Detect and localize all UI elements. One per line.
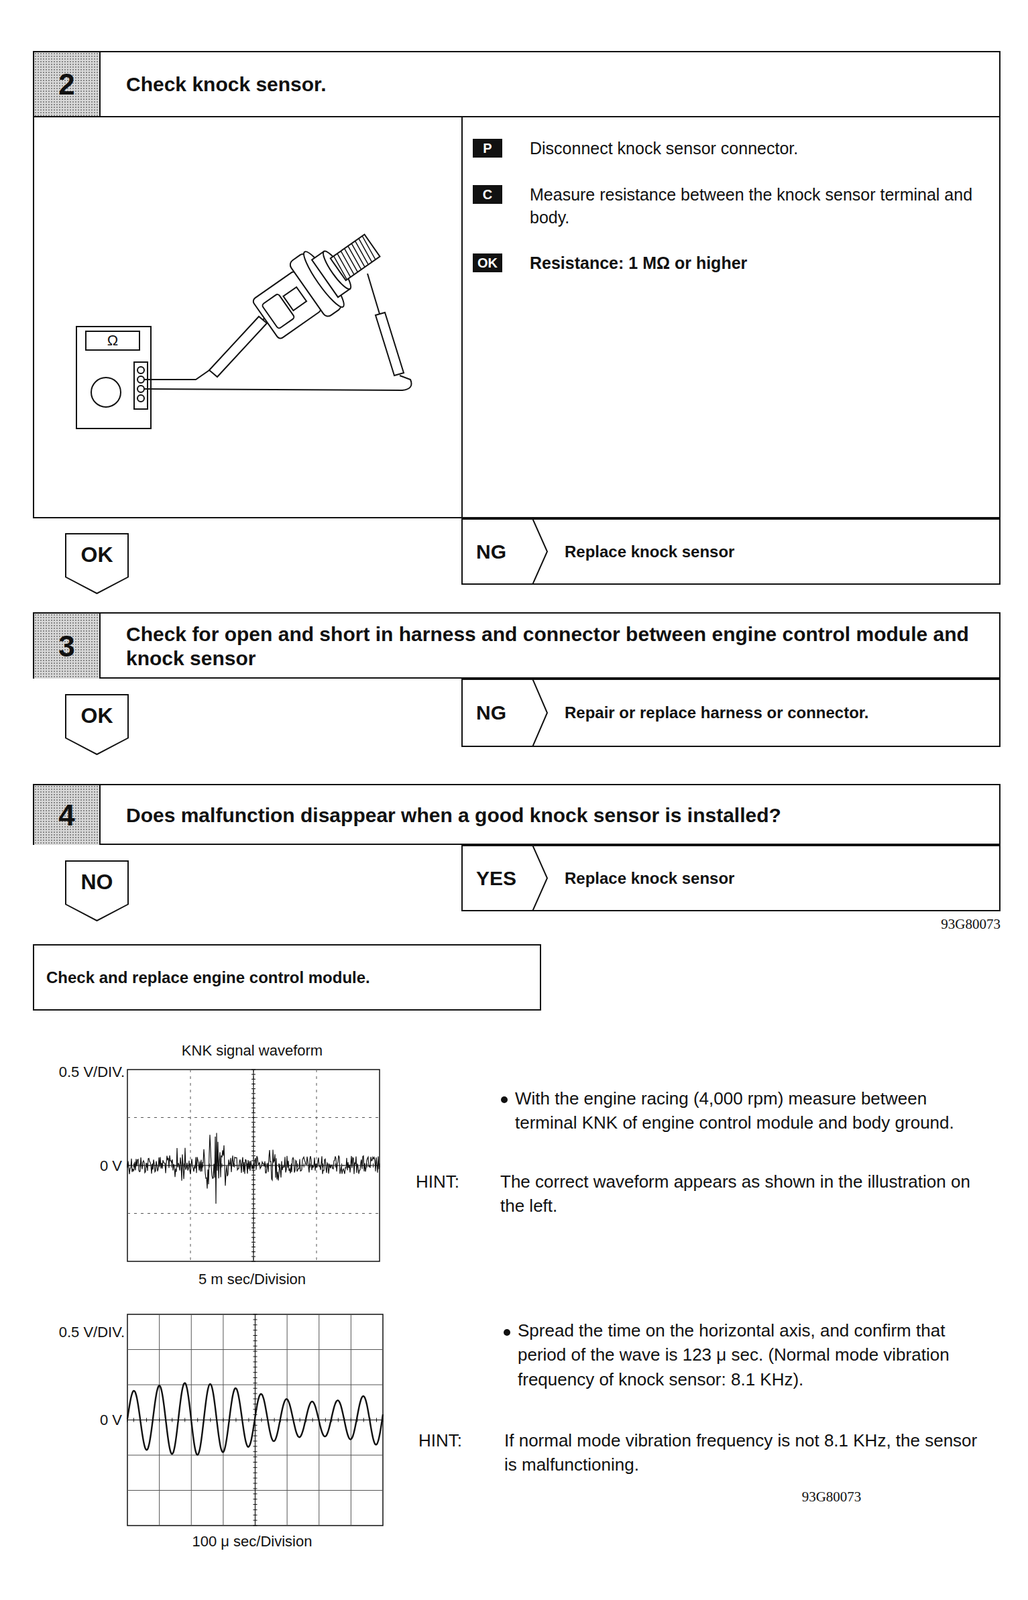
result-label: NG [476, 701, 507, 725]
result-box: NG Replace knock sensor [461, 518, 1001, 585]
step-badge: C [472, 185, 503, 204]
note-text: With the engine racing (4,000 rpm) measu… [515, 1086, 985, 1136]
scope-label: KNK signal waveform [118, 1040, 387, 1062]
result-action: Repair or replace harness or connector. [564, 703, 870, 723]
test-lead-wire [144, 367, 412, 391]
action-box: Check and replace engine control module. [32, 944, 542, 1011]
flow-arrow: OK [65, 694, 129, 756]
multimeter [76, 326, 151, 429]
step-number: 3 [58, 629, 75, 664]
step-heading: Check for open and short in harness and … [126, 622, 993, 671]
note-text: HINT: [415, 1169, 490, 1194]
sine-waveform [127, 1382, 383, 1455]
step-box: 3 Check for open and short in harness and… [32, 612, 1001, 679]
bullet [503, 1329, 511, 1336]
action-text: Check and replace engine control module. [46, 968, 371, 988]
thread-line [360, 236, 378, 260]
scope-label: 5 m sec/Division [118, 1269, 387, 1291]
step-box: 4 Does malfunction disappear when a good … [32, 783, 1001, 845]
scope-label: 0 V [67, 1156, 123, 1177]
scope-label: 0.5 V/DIV. [13, 1062, 125, 1083]
step-heading: Check knock sensor. [126, 72, 326, 97]
instruction-text: Resistance: 1 MΩ or higher [529, 252, 986, 275]
scope-grid [127, 1314, 383, 1526]
scope-label: 0.5 V/DIV. [13, 1322, 125, 1344]
bullet [500, 1096, 508, 1104]
noise-waveform [127, 1132, 380, 1204]
note-text: HINT: [418, 1428, 493, 1453]
note-text: If normal mode vibration frequency is no… [504, 1428, 988, 1478]
step-badge: P [472, 138, 503, 158]
flow-arrow: OK [65, 533, 129, 595]
result-box: YES Replace knock sensor [461, 844, 1001, 912]
knock-sensor [246, 217, 391, 348]
flow-label: OK [81, 703, 114, 729]
step-number: 2 [58, 67, 75, 102]
step-heading: Does malfunction disappear when a good k… [126, 803, 782, 828]
scope-grid [127, 1069, 380, 1262]
meter-unit: Ω [85, 330, 140, 352]
scope-label: 0 V [67, 1410, 123, 1432]
flow-label: NO [81, 869, 114, 895]
note-text: Spread the time on the horizontal axis, … [517, 1318, 988, 1392]
instruction-text: Disconnect knock sensor connector. [529, 137, 986, 161]
step-badge: OK [472, 253, 503, 273]
step-box: 2 Check knock sensor. P Disconnect knock se… [32, 50, 1001, 519]
step-number: 4 [58, 798, 75, 833]
instruction-text: Measure resistance between the knock sen… [529, 183, 986, 230]
scope-label: 100 μ sec/Division [118, 1531, 387, 1553]
flow-label: OK [81, 542, 114, 568]
flow-arrow: NO [65, 860, 129, 922]
result-action: Replace knock sensor [564, 869, 735, 888]
figure-code: 93G80073 [764, 1487, 899, 1507]
figure-code: 93G80073 [866, 914, 1001, 935]
result-action: Replace knock sensor [564, 542, 735, 562]
result-box: NG Repair or replace harness or connector… [461, 678, 1001, 748]
note-text: The correct waveform appears as shown in… [500, 1169, 987, 1219]
result-label: NG [476, 540, 507, 564]
oscilloscope-screen [127, 1069, 383, 1526]
result-label: YES [476, 867, 517, 890]
